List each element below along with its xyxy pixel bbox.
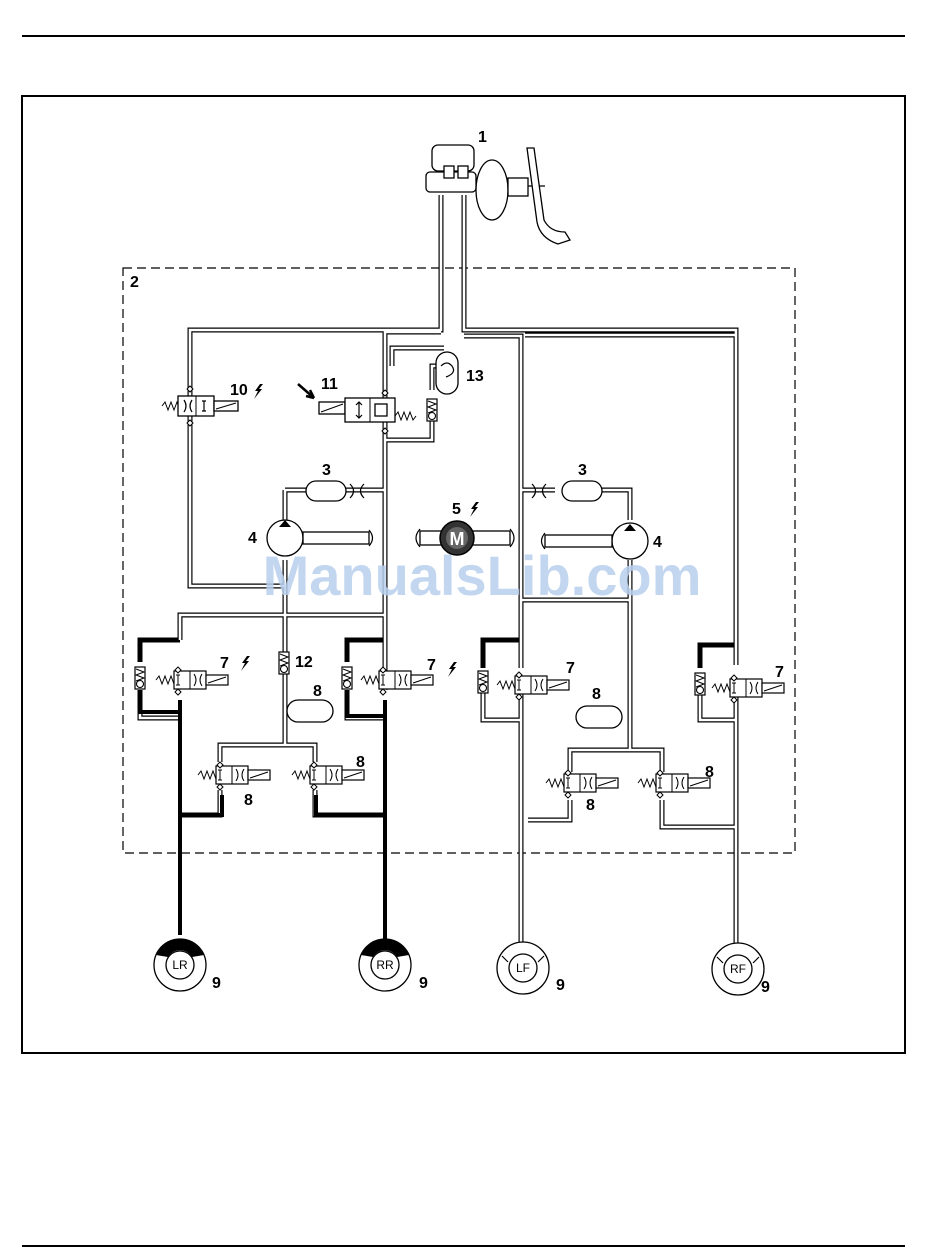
label-8-valve-b: 8 <box>356 754 365 771</box>
solenoid-valve-7d <box>712 675 784 703</box>
check-valve-icon <box>427 399 437 421</box>
label-4-left: 4 <box>248 530 257 547</box>
signal-arrow-icon <box>298 384 314 398</box>
solenoid-valve-7b <box>361 667 433 695</box>
label-7d: 7 <box>775 664 784 681</box>
electric-bolt-icon <box>254 384 263 399</box>
watermark: ManualsLib.com <box>263 544 702 607</box>
solenoid-valve-8a <box>198 762 270 790</box>
solenoid-valve-7c <box>497 672 569 700</box>
label-11: 11 <box>321 376 338 393</box>
label-7b: 7 <box>427 657 436 674</box>
electric-bolt-icon <box>470 502 479 517</box>
accumulator-8-right <box>576 706 622 728</box>
wheel-brake-rr: RR <box>359 939 411 991</box>
label-8-valve-d: 8 <box>705 764 714 781</box>
label-2: 2 <box>130 274 139 291</box>
solenoid-valve-7a <box>156 667 228 695</box>
label-8-accum-left: 8 <box>313 683 322 700</box>
label-10: 10 <box>230 382 248 399</box>
accumulator-8-left <box>287 700 333 722</box>
wheel-label-lf: LF <box>516 961 530 975</box>
master-cylinder-icon <box>426 145 545 220</box>
wheel-label-rf: RF <box>730 962 746 976</box>
label-8-accum-right: 8 <box>592 686 601 703</box>
solenoid-valve-8b <box>292 762 364 790</box>
label-3-left: 3 <box>322 462 331 479</box>
label-8-valve-c: 8 <box>586 797 595 814</box>
accumulator-13 <box>436 352 458 394</box>
label-9-rr: 9 <box>419 975 428 992</box>
solenoid-valve-8c <box>546 770 618 798</box>
brake-pedal-icon <box>527 148 570 244</box>
check-valve-icon <box>695 673 705 695</box>
label-1: 1 <box>478 129 487 146</box>
label-9-lr: 9 <box>212 975 221 992</box>
electric-bolt-icon <box>448 662 457 677</box>
check-valve-icon <box>342 667 352 689</box>
electric-bolt-icon <box>241 656 250 671</box>
label-8-valve-a: 8 <box>244 792 253 809</box>
wheel-brake-rf: RF <box>712 943 764 995</box>
label-13: 13 <box>466 368 484 385</box>
check-valve-icon <box>135 667 145 689</box>
label-7c: 7 <box>566 660 575 677</box>
solenoid-valve-8d <box>638 770 710 798</box>
label-5: 5 <box>452 501 461 518</box>
label-9-rf: 9 <box>761 979 770 996</box>
wheel-brake-lr: LR <box>154 939 206 991</box>
label-7a: 7 <box>220 655 229 672</box>
label-3-right: 3 <box>578 462 587 479</box>
damper-3-right <box>532 481 602 501</box>
label-9-lf: 9 <box>556 977 565 994</box>
wheel-label-lr: LR <box>172 958 188 972</box>
label-12: 12 <box>295 654 313 671</box>
check-valve-12-icon <box>279 652 289 674</box>
solenoid-valve-10 <box>162 386 238 426</box>
pressure-valve-11 <box>319 390 416 434</box>
wheel-label-rr: RR <box>376 958 394 972</box>
wheel-brake-lf: LF <box>497 942 549 994</box>
check-valve-icon <box>478 671 488 693</box>
